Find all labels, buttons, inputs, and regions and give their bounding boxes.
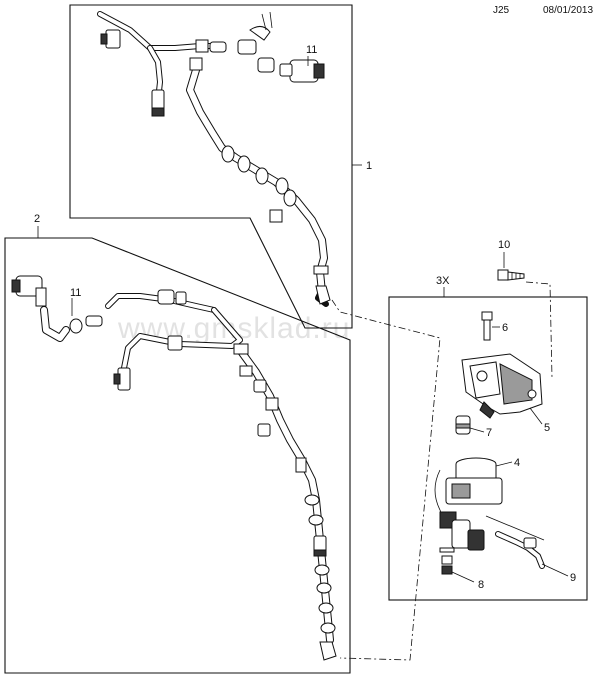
frame-3x xyxy=(388,296,588,601)
hose-assembly-2 xyxy=(11,275,337,661)
nut-8 xyxy=(439,547,455,575)
connection-line xyxy=(331,299,441,661)
callout-5: 5 xyxy=(544,422,550,434)
callout-9-leader xyxy=(541,563,569,577)
callout-3x: 3X xyxy=(436,275,450,287)
callout-6: 6 xyxy=(502,322,508,334)
callout-1: 1 xyxy=(366,160,372,172)
callout-4: 4 xyxy=(514,457,520,469)
callout-4-leader xyxy=(495,461,513,467)
callout-7: 7 xyxy=(486,427,492,439)
bolt-10 xyxy=(497,269,525,281)
callout-2: 2 xyxy=(34,213,40,225)
callout-11-upper: 11 xyxy=(306,44,317,56)
pump-4 xyxy=(434,457,503,551)
frame-2 xyxy=(4,237,351,674)
callout-9: 9 xyxy=(570,572,576,584)
bolt-6 xyxy=(481,311,493,341)
hose-9 xyxy=(485,515,545,569)
callout-10: 10 xyxy=(498,239,510,251)
callout-7-leader xyxy=(469,427,485,433)
diagram-code: J25 xyxy=(493,5,510,16)
callout-8-leader xyxy=(451,571,475,583)
callout-5-leader xyxy=(529,407,543,425)
connection-line-bolt xyxy=(525,281,553,379)
callout-8: 8 xyxy=(478,579,484,591)
hose-assembly-1 xyxy=(97,11,331,307)
insulator-7 xyxy=(455,415,471,435)
callout-11-lower: 11 xyxy=(70,287,81,299)
diagram-date: 08/01/2013 xyxy=(543,5,593,16)
bracket-5 xyxy=(461,353,543,419)
frame-1 xyxy=(69,4,353,329)
